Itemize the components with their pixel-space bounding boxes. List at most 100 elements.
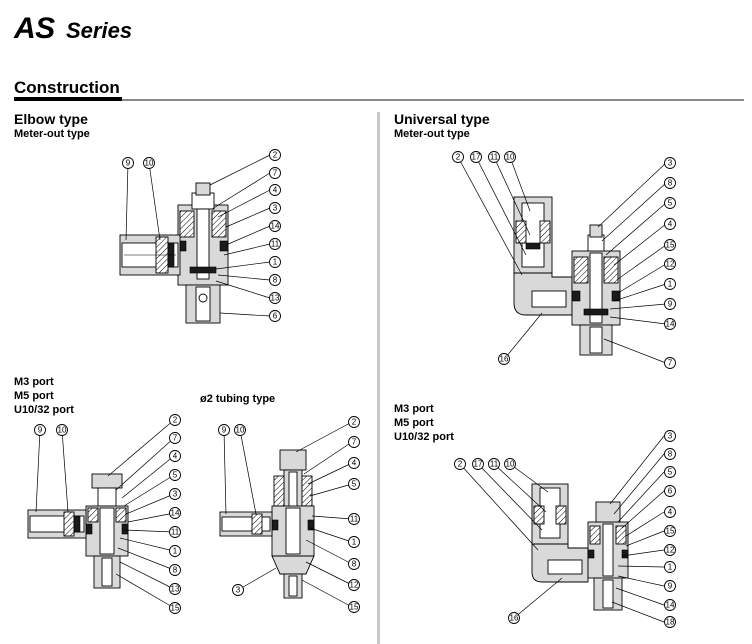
callout: 2 [348,416,360,428]
elbow-ports-line-2: M5 port [14,390,54,402]
svg-text:1: 1 [668,563,673,572]
elbow-tubing-figure: 9 10 2 7 4 5 11 1 8 12 15 3 [218,416,360,613]
series-word: Series [66,18,133,43]
callout: 14 [269,220,281,232]
callout: 9 [218,424,230,436]
elbow-tubing-callouts: 9 10 2 7 4 5 11 1 8 12 15 3 [218,416,360,613]
elbow-type-title: Elbow type [14,111,88,127]
svg-text:2: 2 [456,153,461,162]
svg-text:5: 5 [352,480,357,489]
svg-text:2: 2 [458,460,463,469]
svg-text:8: 8 [668,179,673,188]
svg-text:18: 18 [666,618,675,627]
svg-text:10: 10 [145,159,154,168]
svg-text:3: 3 [173,490,178,499]
callout: 7 [664,357,676,369]
callout: 4 [664,506,676,518]
callout: 12 [664,258,676,270]
callout: 4 [664,218,676,230]
svg-text:4: 4 [668,508,673,517]
svg-text:15: 15 [350,603,359,612]
callout: 3 [232,584,244,596]
callout: 13 [169,583,181,595]
column-divider [377,112,380,644]
callout: 18 [664,616,676,628]
universal-port-callouts: 2 17 11 10 3 8 5 6 4 15 12 1 9 14 18 16 [454,430,676,628]
svg-text:16: 16 [510,614,519,623]
svg-text:11: 11 [490,460,499,469]
universal-type-subtitle: Meter-out type [394,128,470,140]
svg-text:12: 12 [666,260,675,269]
svg-text:2: 2 [173,416,178,425]
svg-text:3: 3 [668,159,673,168]
elbow-port-callouts: 9 10 2 7 4 5 3 14 11 1 8 13 15 [34,414,181,614]
callout: 5 [348,478,360,490]
svg-text:14: 14 [666,320,675,329]
callout: 10 [504,458,516,470]
svg-text:7: 7 [273,169,278,178]
callout: 7 [269,167,281,179]
callout: 10 [504,151,516,163]
callout: 9 [664,298,676,310]
callout: 1 [348,536,360,548]
callout: 17 [472,458,484,470]
callout: 3 [169,488,181,500]
svg-text:1: 1 [173,547,178,556]
svg-text:8: 8 [173,566,178,575]
callout: 11 [169,526,181,538]
svg-text:9: 9 [668,300,673,309]
callout: 9 [664,580,676,592]
callout: 3 [664,430,676,442]
elbow-port-figure: 9 10 2 7 4 5 3 14 11 1 8 13 15 [27,414,181,614]
svg-text:8: 8 [273,276,278,285]
universal-port-figure: 2 17 11 10 3 8 5 6 4 15 12 1 9 14 18 16 [454,430,676,628]
svg-text:3: 3 [273,204,278,213]
svg-text:9: 9 [222,426,227,435]
svg-text:7: 7 [352,438,357,447]
svg-text:13: 13 [171,585,180,594]
svg-text:7: 7 [173,434,178,443]
callout: 16 [498,353,510,365]
svg-text:8: 8 [668,450,673,459]
svg-text:15: 15 [666,241,675,250]
elbow-ports-line-3: U10/32 port [14,404,74,416]
callout: 3 [269,202,281,214]
svg-text:14: 14 [271,222,280,231]
svg-text:2: 2 [352,418,357,427]
svg-text:10: 10 [506,153,515,162]
callout: 4 [169,450,181,462]
callout: 14 [169,507,181,519]
svg-text:10: 10 [506,460,515,469]
callout: 8 [348,558,360,570]
svg-text:2: 2 [273,151,278,160]
callout: 11 [348,513,360,525]
callout: 3 [664,157,676,169]
svg-text:15: 15 [666,527,675,536]
callout: 8 [269,274,281,286]
elbow-type-subtitle: Meter-out type [14,128,90,140]
section-title: Construction [14,78,120,97]
svg-text:14: 14 [171,509,180,518]
svg-text:17: 17 [474,460,483,469]
callout: 16 [508,612,520,624]
series-prefix: AS [14,12,55,45]
callout: 4 [269,184,281,196]
callout: 6 [664,485,676,497]
universal-type-title: Universal type [394,111,490,127]
callout: 7 [169,432,181,444]
elbow-main-figure: 9 10 2 7 4 3 14 11 1 8 13 6 [119,149,281,324]
callout: 11 [269,238,281,250]
elbow-tubing-label: ø2 tubing type [200,393,276,405]
svg-text:3: 3 [668,432,673,441]
universal-ports-line-3: U10/32 port [394,431,454,443]
universal-main-callouts: 2 17 11 10 3 8 5 4 15 12 1 9 14 7 16 [452,151,676,369]
callout: 5 [664,197,676,209]
svg-text:10: 10 [236,426,245,435]
callout: 10 [56,424,68,436]
svg-text:4: 4 [273,186,278,195]
callout: 2 [452,151,464,163]
svg-text:14: 14 [666,601,675,610]
svg-text:12: 12 [666,546,675,555]
svg-text:10: 10 [58,426,67,435]
svg-text:9: 9 [38,426,43,435]
